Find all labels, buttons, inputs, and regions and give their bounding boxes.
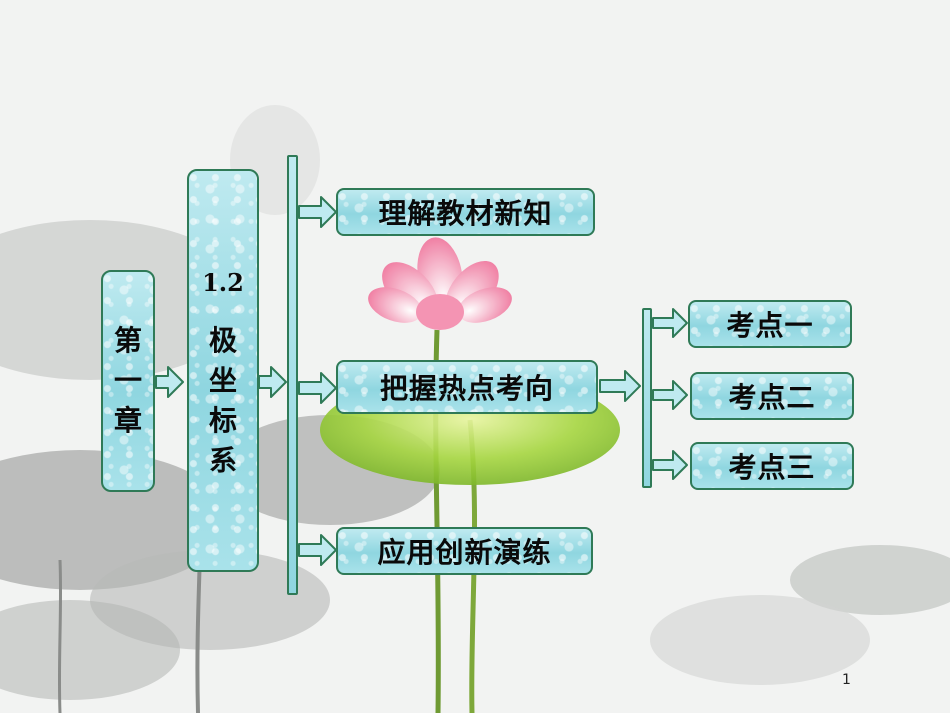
subbranch-point-3[interactable]: 考点三 <box>690 442 854 490</box>
arrow-to-sub-1 <box>652 308 688 338</box>
arrow-chapter-to-section <box>155 366 184 398</box>
subbranch-label: 考点三 <box>728 451 816 484</box>
arrow-to-branch-1 <box>298 196 337 228</box>
section-char-4: 系 <box>208 444 237 477</box>
subbranch-label: 考点一 <box>726 309 814 342</box>
branch-understand-textbook[interactable]: 理解教材新知 <box>336 188 595 236</box>
subbranch-point-1[interactable]: 考点一 <box>688 300 852 348</box>
branch-label: 把握热点考向 <box>379 372 554 405</box>
branch-applied-practice[interactable]: 应用创新演练 <box>336 527 593 575</box>
chapter-char-2: 一 <box>113 364 142 397</box>
arrow-section-to-bar <box>258 366 287 398</box>
section-label: 1.2 极 坐 标 系 <box>202 263 244 481</box>
section-number: 1.2 <box>202 268 244 297</box>
arrow-to-sub-3 <box>652 450 688 480</box>
arrow-to-sub-2 <box>652 380 688 410</box>
arrow-to-branch-2 <box>298 372 337 404</box>
branch-label: 应用创新演练 <box>377 536 552 569</box>
subbranch-point-2[interactable]: 考点二 <box>690 372 854 420</box>
page-number: 1 <box>842 672 851 688</box>
chapter-box: 第 一 章 <box>101 270 155 492</box>
branch-hot-topics[interactable]: 把握热点考向 <box>336 360 598 414</box>
arrow-branch-to-bar2 <box>599 370 641 402</box>
section-box: 1.2 极 坐 标 系 <box>187 169 259 572</box>
section-char-2: 坐 <box>208 364 237 397</box>
section-char-1: 极 <box>208 324 237 357</box>
subbranch-label: 考点二 <box>728 381 816 414</box>
branch-label: 理解教材新知 <box>378 197 553 230</box>
chapter-label: 第 一 章 <box>114 321 142 441</box>
chapter-char-3: 章 <box>113 404 142 437</box>
section-char-3: 标 <box>208 404 237 437</box>
subbranch-connector-bar <box>642 308 652 488</box>
arrow-to-branch-3 <box>298 534 337 566</box>
branch-connector-bar <box>287 155 298 595</box>
chapter-char-1: 第 <box>113 324 142 357</box>
